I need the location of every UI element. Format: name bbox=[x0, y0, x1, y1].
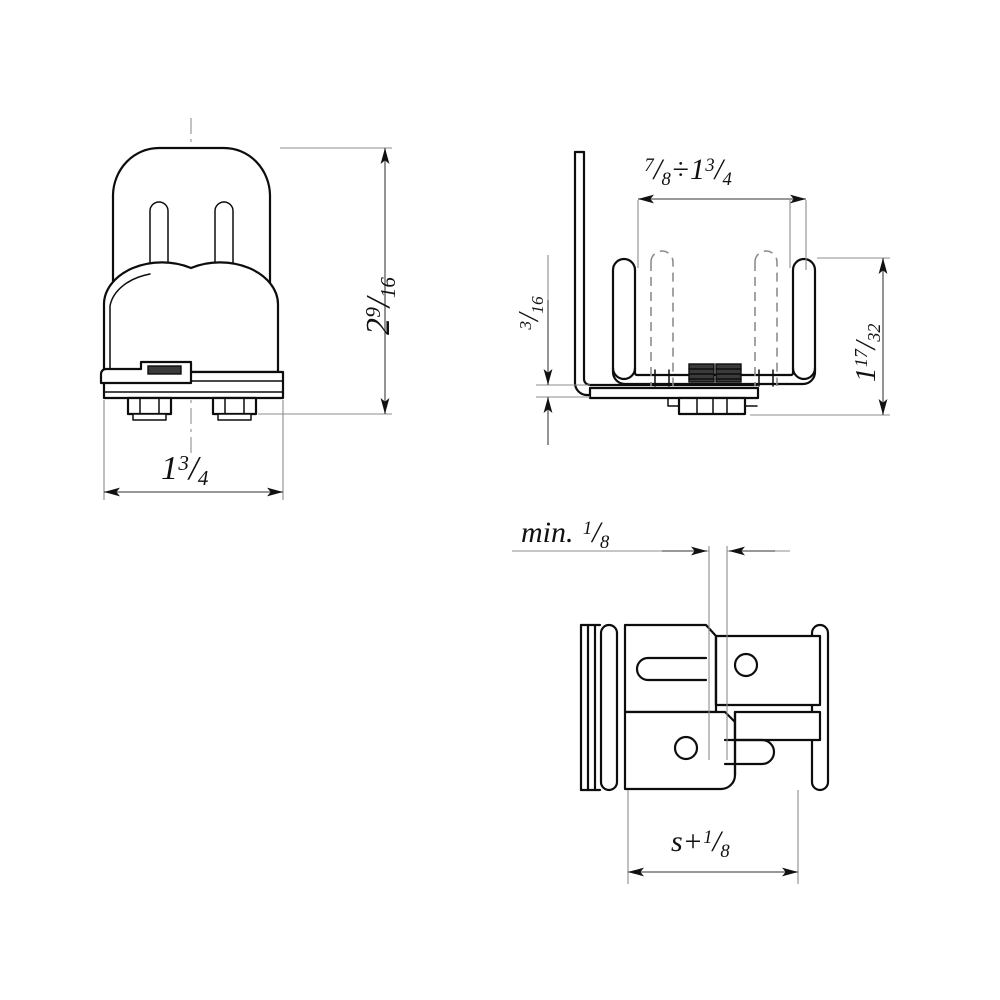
bottom-upper-hole bbox=[733, 652, 759, 678]
side-ubolt-left-leg-front bbox=[611, 257, 637, 381]
side-span-label: 7/8÷13/4 bbox=[644, 153, 732, 190]
side-ubolt-right-leg-front bbox=[791, 257, 817, 381]
side-base-plate bbox=[588, 386, 760, 400]
front-cap-slot-left bbox=[149, 201, 169, 271]
bottom-clearance-label: min.1/8 bbox=[521, 516, 610, 553]
front-elevation-view bbox=[99, 118, 392, 500]
side-flange-label: 3/16 bbox=[514, 296, 548, 330]
front-cap-slot-right bbox=[214, 201, 234, 271]
bottom-lower-slot bbox=[723, 738, 776, 766]
bottom-upper-slot bbox=[635, 656, 708, 682]
side-ubolt-right-leg-rear bbox=[754, 250, 778, 386]
front-fastener-head bbox=[147, 365, 182, 375]
bottom-lower-plate-band bbox=[733, 710, 822, 742]
front-width-label: 13/4 bbox=[161, 450, 209, 491]
front-nut-left bbox=[126, 396, 173, 416]
front-bolt-left-shank bbox=[132, 413, 167, 421]
side-ubolt-left-leg-rear bbox=[650, 250, 674, 386]
side-ubolt-right-rear-thread bbox=[758, 369, 774, 387]
front-bolt-right-shank bbox=[217, 413, 252, 421]
bottom-lower-hole bbox=[673, 735, 699, 761]
side-nut-block bbox=[677, 396, 747, 416]
bottom-upper-plate bbox=[623, 623, 718, 714]
side-fastener-thread-lines bbox=[688, 368, 742, 380]
side-ubolt-left-rear-thread bbox=[654, 369, 670, 387]
side-section-view bbox=[536, 150, 890, 445]
front-nut-right bbox=[211, 396, 258, 416]
front-body-inner-skin bbox=[109, 273, 151, 373]
bottom-upper-plate-extension bbox=[714, 634, 822, 707]
side-ubolt-bend-outer bbox=[611, 366, 817, 386]
side-bracket-outer bbox=[573, 150, 759, 397]
bottom-ubolt-leg-left bbox=[599, 623, 619, 792]
bottom-endplate-lines bbox=[579, 623, 597, 792]
front-height-label: 29/16 bbox=[360, 277, 401, 335]
side-height-label: 117/32 bbox=[850, 323, 885, 382]
bottom-plan-view bbox=[512, 546, 830, 884]
front-body-shell bbox=[102, 261, 280, 374]
bottom-thickness-label: s+1/8 bbox=[671, 825, 730, 862]
